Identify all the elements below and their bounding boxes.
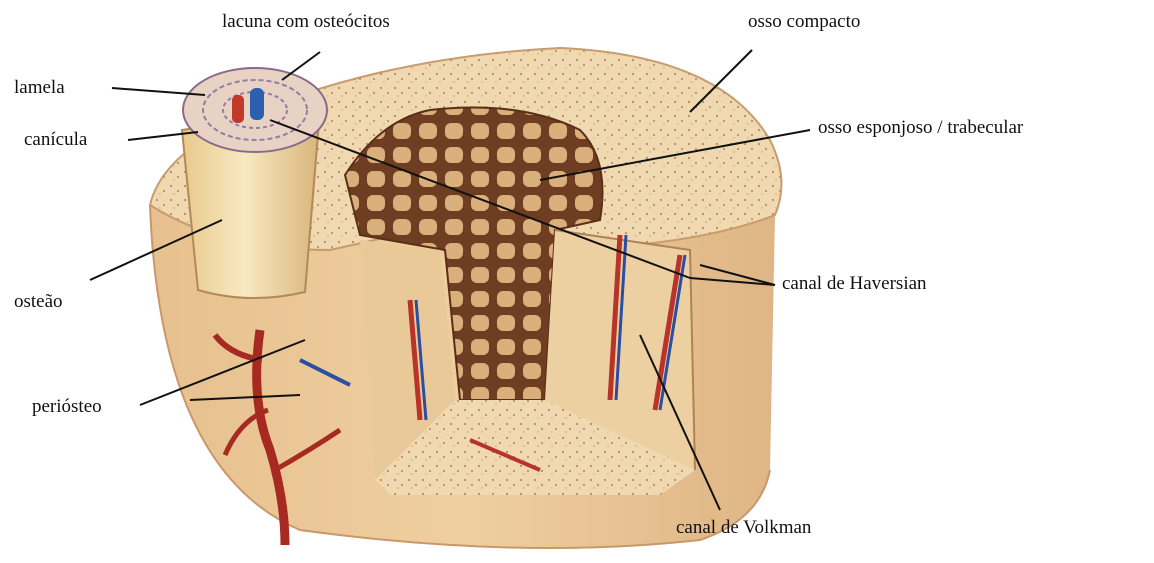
label-osso-compacto: osso compacto (748, 12, 860, 31)
label-canicula: canícula (24, 130, 87, 149)
label-lamela: lamela (14, 78, 65, 97)
label-lacuna: lacuna com osteócitos (222, 12, 390, 31)
label-osso-esponjoso: osso esponjoso / trabecular (818, 118, 1023, 137)
osteon-cylinder (182, 68, 327, 298)
label-periosteo: periósteo (32, 397, 102, 416)
label-osteao: osteão (14, 292, 63, 311)
label-canal-volkman: canal de Volkman (676, 518, 811, 537)
label-canal-haversian: canal de Haversian (782, 274, 927, 293)
